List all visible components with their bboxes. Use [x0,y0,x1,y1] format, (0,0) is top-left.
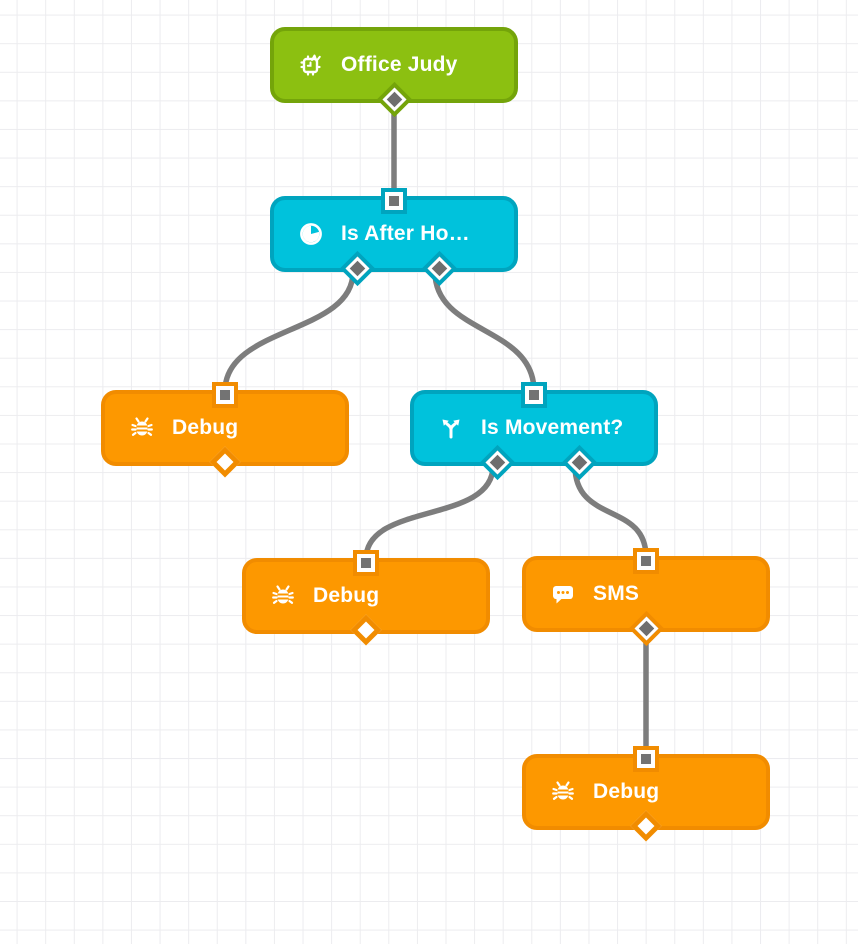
input-port[interactable] [637,750,655,768]
bug-icon [129,415,155,441]
input-port[interactable] [525,386,543,404]
node-label: Debug [593,780,660,803]
node-label: Debug [313,584,380,607]
split-icon [438,415,464,441]
clock-icon [298,221,324,247]
output-port-left[interactable] [484,450,510,475]
node-debug-3[interactable]: Debug [522,750,770,842]
edge[interactable] [432,269,537,394]
bug-icon [270,583,296,609]
output-port-right[interactable] [426,256,452,281]
input-port[interactable] [216,386,234,404]
node-office-judy[interactable]: Office Judy [270,27,518,112]
node-label: SMS [593,582,640,605]
output-port[interactable] [633,616,659,641]
output-port[interactable] [630,810,662,842]
output-port[interactable] [350,614,382,646]
node-is-after-hours[interactable]: Is After Ho… [270,192,518,281]
node-sms[interactable]: SMS [522,552,770,641]
node-label: Office Judy [341,53,458,76]
chip-icon [298,52,324,78]
sms-icon [550,581,576,607]
output-port[interactable] [209,446,241,478]
edge[interactable] [363,463,496,562]
bug-icon [550,779,576,805]
node-label: Is After Ho… [341,222,470,245]
edge[interactable] [222,269,356,394]
node-label: Debug [172,416,239,439]
output-port-right[interactable] [566,450,592,475]
input-port[interactable] [357,554,375,572]
input-port[interactable] [637,552,655,570]
node-is-movement[interactable]: Is Movement? [410,386,658,475]
node-label: Is Movement? [481,416,624,439]
output-port[interactable] [381,87,407,112]
edge[interactable] [572,463,649,560]
node-debug-2[interactable]: Debug [242,554,490,646]
node-debug-1[interactable]: Debug [101,386,349,478]
output-port-left[interactable] [344,256,370,281]
input-port[interactable] [385,192,403,210]
